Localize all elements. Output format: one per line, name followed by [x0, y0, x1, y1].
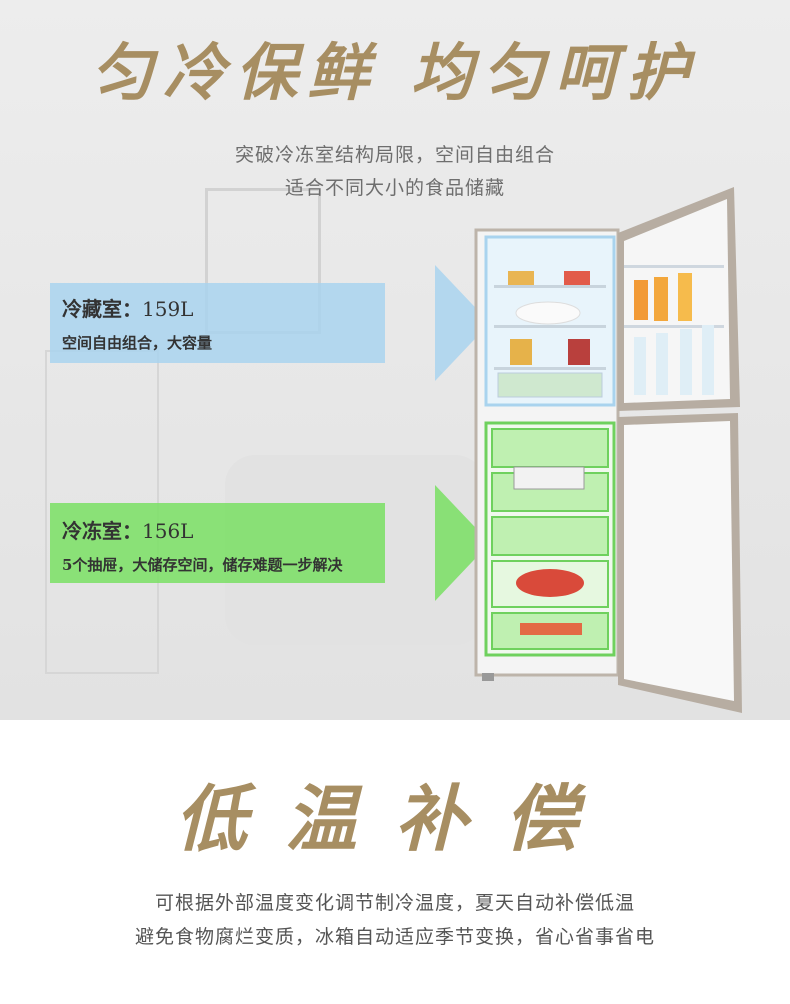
section-title-even-cooling: 匀冷保鲜 均匀呵护 — [91, 36, 699, 109]
freezer-description: 5个抽屉，大储存空间，储存难题一步解决 — [62, 556, 343, 574]
fridge-volume: 159L — [142, 297, 194, 321]
freezer-volume: 156L — [142, 519, 194, 543]
fridge-description: 空间自由组合，大容量 — [62, 334, 213, 352]
fridge-label: 冷藏室：159L 空间自由组合，大容量 — [62, 293, 212, 353]
section2-subtitle-line2: 避免食物腐烂变质，冰箱自动适应季节变换，省心省事省电 — [134, 926, 655, 948]
refrigerator-illustration — [474, 187, 742, 713]
refrigerator-image — [472, 185, 742, 715]
freezer-name: 冷冻室： — [62, 519, 142, 543]
section-subtitle-line1: 突破冷冻室结构局限，空间自由组合 — [234, 144, 555, 166]
section-subtitle-line2: 适合不同大小的食品储藏 — [284, 177, 505, 199]
section-title-low-temp-compensation: 低温补偿 — [174, 776, 615, 861]
fridge-name: 冷藏室： — [62, 297, 142, 321]
hero-section: 匀冷保鲜 均匀呵护 突破冷冻室结构局限，空间自由组合 适合不同大小的食品储藏 冷… — [0, 0, 790, 720]
section2-subtitle-line1: 可根据外部温度变化调节制冷温度，夏天自动补偿低温 — [154, 892, 635, 914]
freezer-label: 冷冻室：156L 5个抽屉，大储存空间，储存难题一步解决 — [62, 515, 342, 575]
